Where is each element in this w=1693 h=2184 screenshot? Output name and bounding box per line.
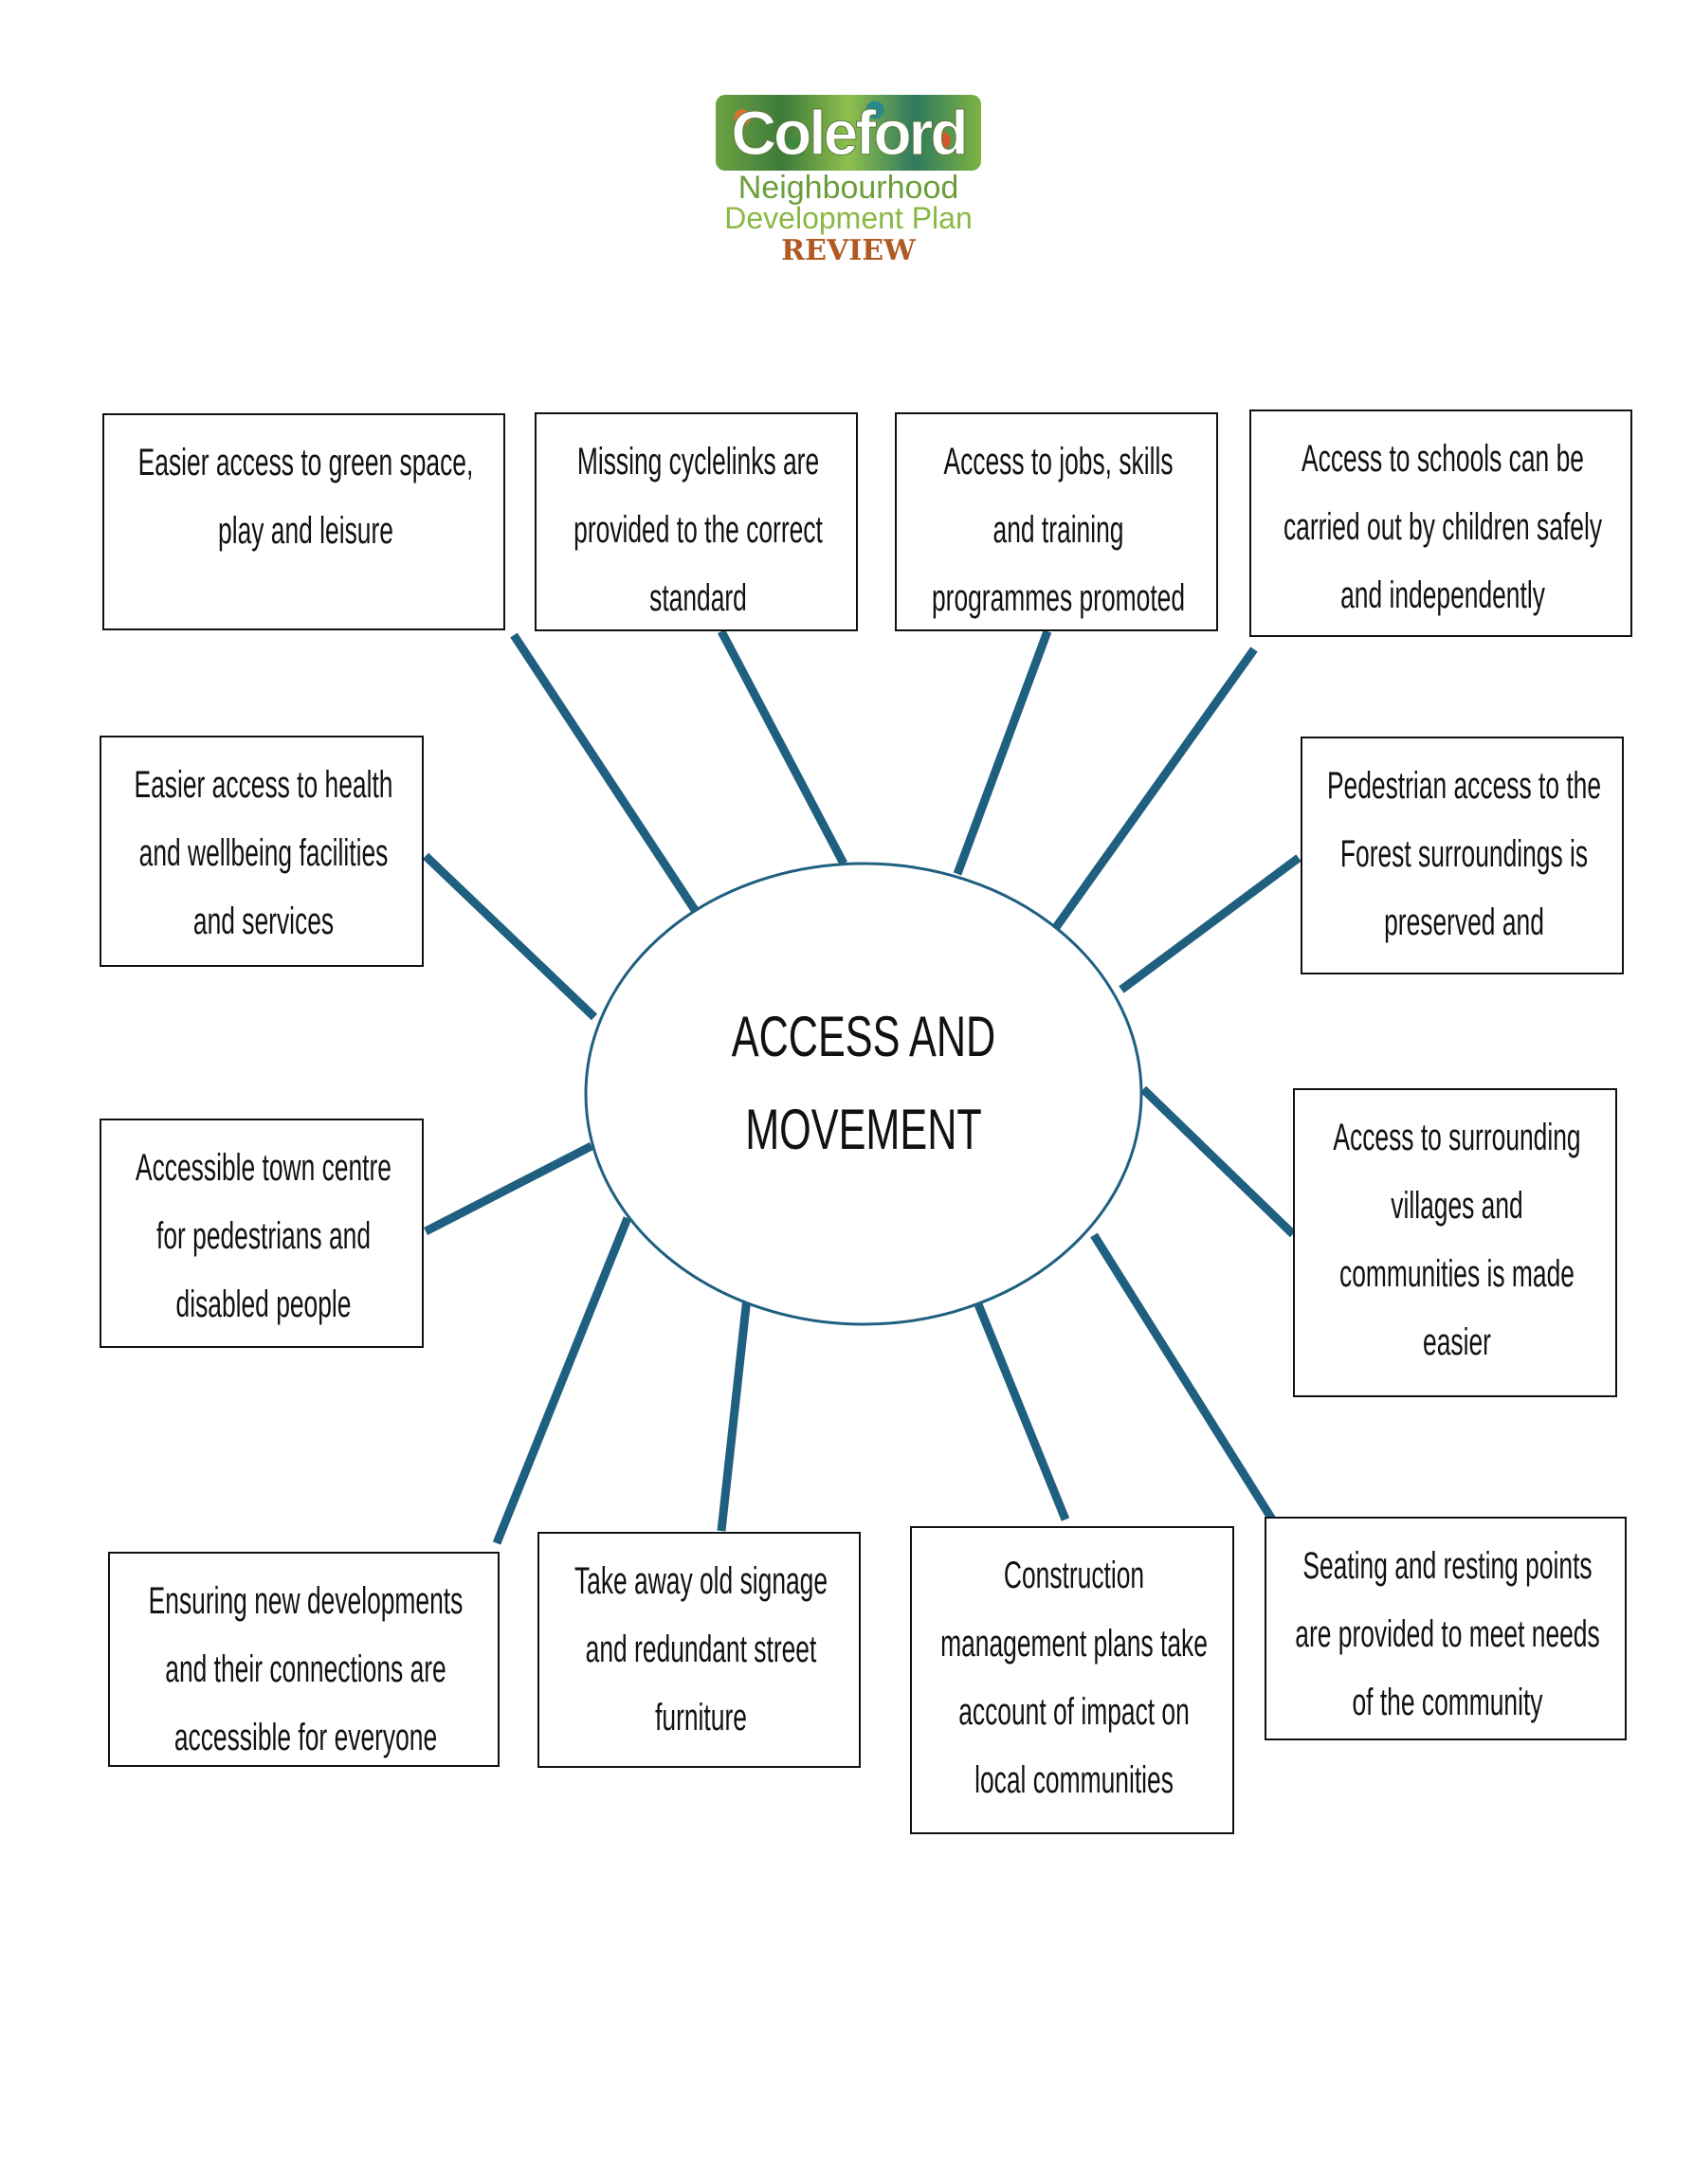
connector-line-forest: [1119, 854, 1302, 993]
node-text-line: villages and: [1391, 1185, 1523, 1227]
logo-subtitle-1: Neighbourhood: [737, 170, 959, 206]
node-text-line: programmes promoted: [931, 577, 1186, 619]
node-text-line: and services: [192, 901, 335, 942]
node-text-line: Pedestrian access to the: [1326, 765, 1602, 807]
node-text-line: accessible for everyone: [173, 1717, 438, 1758]
node-box-town-centre: Accessible town centre for pedestrians an…: [100, 1119, 424, 1348]
node-text-line: provided to the correct: [573, 509, 823, 551]
node-box-new-developments: Ensuring new developments and their conne…: [108, 1552, 500, 1767]
connector-line-seating: [1090, 1232, 1278, 1525]
node-text-line: Seating and resting points: [1302, 1545, 1593, 1587]
connector-line-green-space: [510, 632, 701, 916]
node-text-line: and independently: [1340, 574, 1545, 616]
connector-line-construction: [974, 1302, 1070, 1521]
connector-line-jobs: [953, 629, 1052, 876]
node-text-line: Missing cyclelinks are: [576, 441, 820, 482]
connector-line-villages: [1139, 1085, 1297, 1238]
center-line-2: MOVEMENT: [745, 1098, 982, 1161]
node-text-line: Access to surrounding: [1333, 1117, 1581, 1158]
center-label: ACCESS AND MOVEMENT: [674, 991, 1053, 1176]
node-text-line: and wellbeing facilities: [138, 832, 389, 874]
logo-subtitle-2: Development Plan: [724, 201, 973, 235]
connector-line-health: [422, 852, 598, 1021]
center-ellipse: [584, 862, 1143, 1326]
node-text-line: Access to jobs, skills: [943, 441, 1174, 482]
node-text-line: Forest surroundings is: [1339, 833, 1589, 875]
node-text-line: communities is made: [1339, 1253, 1575, 1295]
node-box-jobs: Access to jobs, skills and training progra…: [895, 412, 1218, 631]
node-text-line: Take away old signage: [573, 1560, 828, 1602]
node-box-signage: Take away old signage and redundant stree…: [537, 1532, 861, 1768]
logo-title: Coleford: [731, 98, 969, 169]
node-text-line: are provided to meet needs: [1295, 1613, 1600, 1655]
center-line-1: ACCESS AND: [731, 1005, 996, 1068]
node-text-line: of the community: [1352, 1682, 1543, 1723]
node-text-line: Easier access to green space,: [137, 442, 474, 483]
node-text-line: account of impact on: [958, 1691, 1190, 1733]
connector-line-cyclelinks: [718, 628, 847, 866]
node-box-health: Easier access to health and wellbeing fac…: [100, 736, 424, 967]
node-text-line: management plans take: [940, 1623, 1208, 1665]
node-text-line: disabled people: [175, 1283, 352, 1325]
node-text-line: local communities: [974, 1759, 1174, 1801]
node-text-line: Access to schools can be: [1302, 438, 1584, 480]
node-text-line: and redundant street: [585, 1629, 817, 1670]
node-text-line: play and leisure: [218, 510, 393, 552]
node-text-line: Accessible town centre: [135, 1147, 391, 1189]
node-box-cyclelinks: Missing cyclelinks are provided to the co…: [535, 412, 858, 631]
node-text-line: easier: [1423, 1321, 1491, 1363]
connector-line-new-developments: [492, 1216, 632, 1545]
logo-illustration: [716, 95, 981, 171]
node-text-line: for pedestrians and: [155, 1215, 372, 1257]
node-box-construction: Construction management plans take account…: [910, 1526, 1234, 1834]
node-box-schools: Access to schools can be carried out by c…: [1249, 410, 1632, 637]
node-text-line: Construction: [1003, 1555, 1145, 1596]
node-box-villages: Access to surrounding villages and communi…: [1293, 1088, 1617, 1397]
node-text-line: carried out by children safely: [1283, 506, 1603, 548]
node-box-seating: Seating and resting points are provided t…: [1265, 1517, 1627, 1740]
node-text-line: preserved and: [1384, 901, 1544, 943]
node-text-line: and training: [992, 509, 1124, 551]
node-text-line: Easier access to health: [134, 764, 393, 806]
node-text-line: Ensuring new developments: [148, 1580, 464, 1622]
logo-review-badge: REVIEW: [781, 234, 916, 267]
coleford-ndp-logo: Coleford Neighbourhood Development Plan …: [706, 95, 991, 270]
node-box-green-space: Easier access to green space, play and le…: [102, 413, 505, 630]
node-text-line: standard: [649, 577, 747, 619]
connector-line-schools: [1048, 646, 1258, 936]
node-text-line: and their connections are: [165, 1648, 446, 1690]
node-text-line: furniture: [655, 1697, 747, 1738]
connector-line-town-centre: [423, 1141, 594, 1236]
connector-line-signage: [717, 1297, 752, 1532]
